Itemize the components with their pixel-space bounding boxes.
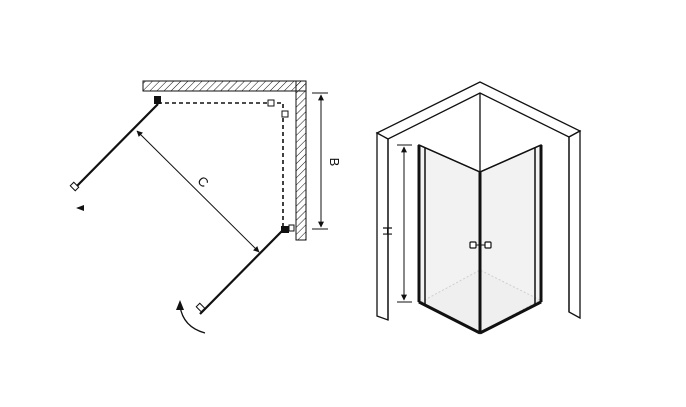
iso-glass-panel-left: [418, 144, 481, 335]
plan-door-handle-right: [195, 302, 206, 313]
plan-clip-2: [281, 110, 289, 118]
iso-glass-panel-right: [479, 144, 542, 335]
plan-hinge-top-left: [154, 96, 161, 104]
plan-door-handle-left: [69, 181, 80, 192]
arrow-left-icon: [76, 205, 84, 211]
iso-view: H: [375, 81, 582, 335]
plan-view: C B: [69, 80, 342, 334]
dimension-h-label: H: [380, 226, 395, 235]
plan-door-leaf-right: [199, 229, 284, 315]
iso-wall: [375, 81, 582, 321]
dimension-c-label: C: [195, 173, 212, 190]
plan-dashed-outline: [158, 102, 284, 229]
plan-wall: [142, 80, 307, 241]
iso-door-handles: [469, 241, 492, 249]
plan-hinge-bottom-right: [281, 226, 289, 233]
iso-bottom-profile-right: [479, 300, 542, 335]
plan-clip-1: [267, 99, 275, 107]
iso-bottom-profile-left: [418, 300, 481, 335]
curved-arrow-head: [176, 300, 184, 310]
iso-top-edge-left: [418, 144, 481, 173]
dimension-b-label: B: [327, 158, 342, 167]
dimension-c-line: [136, 130, 260, 253]
plan-door-leaf-left: [73, 103, 159, 190]
iso-top-edge-right: [479, 144, 542, 173]
plan-clip-3: [288, 224, 295, 232]
